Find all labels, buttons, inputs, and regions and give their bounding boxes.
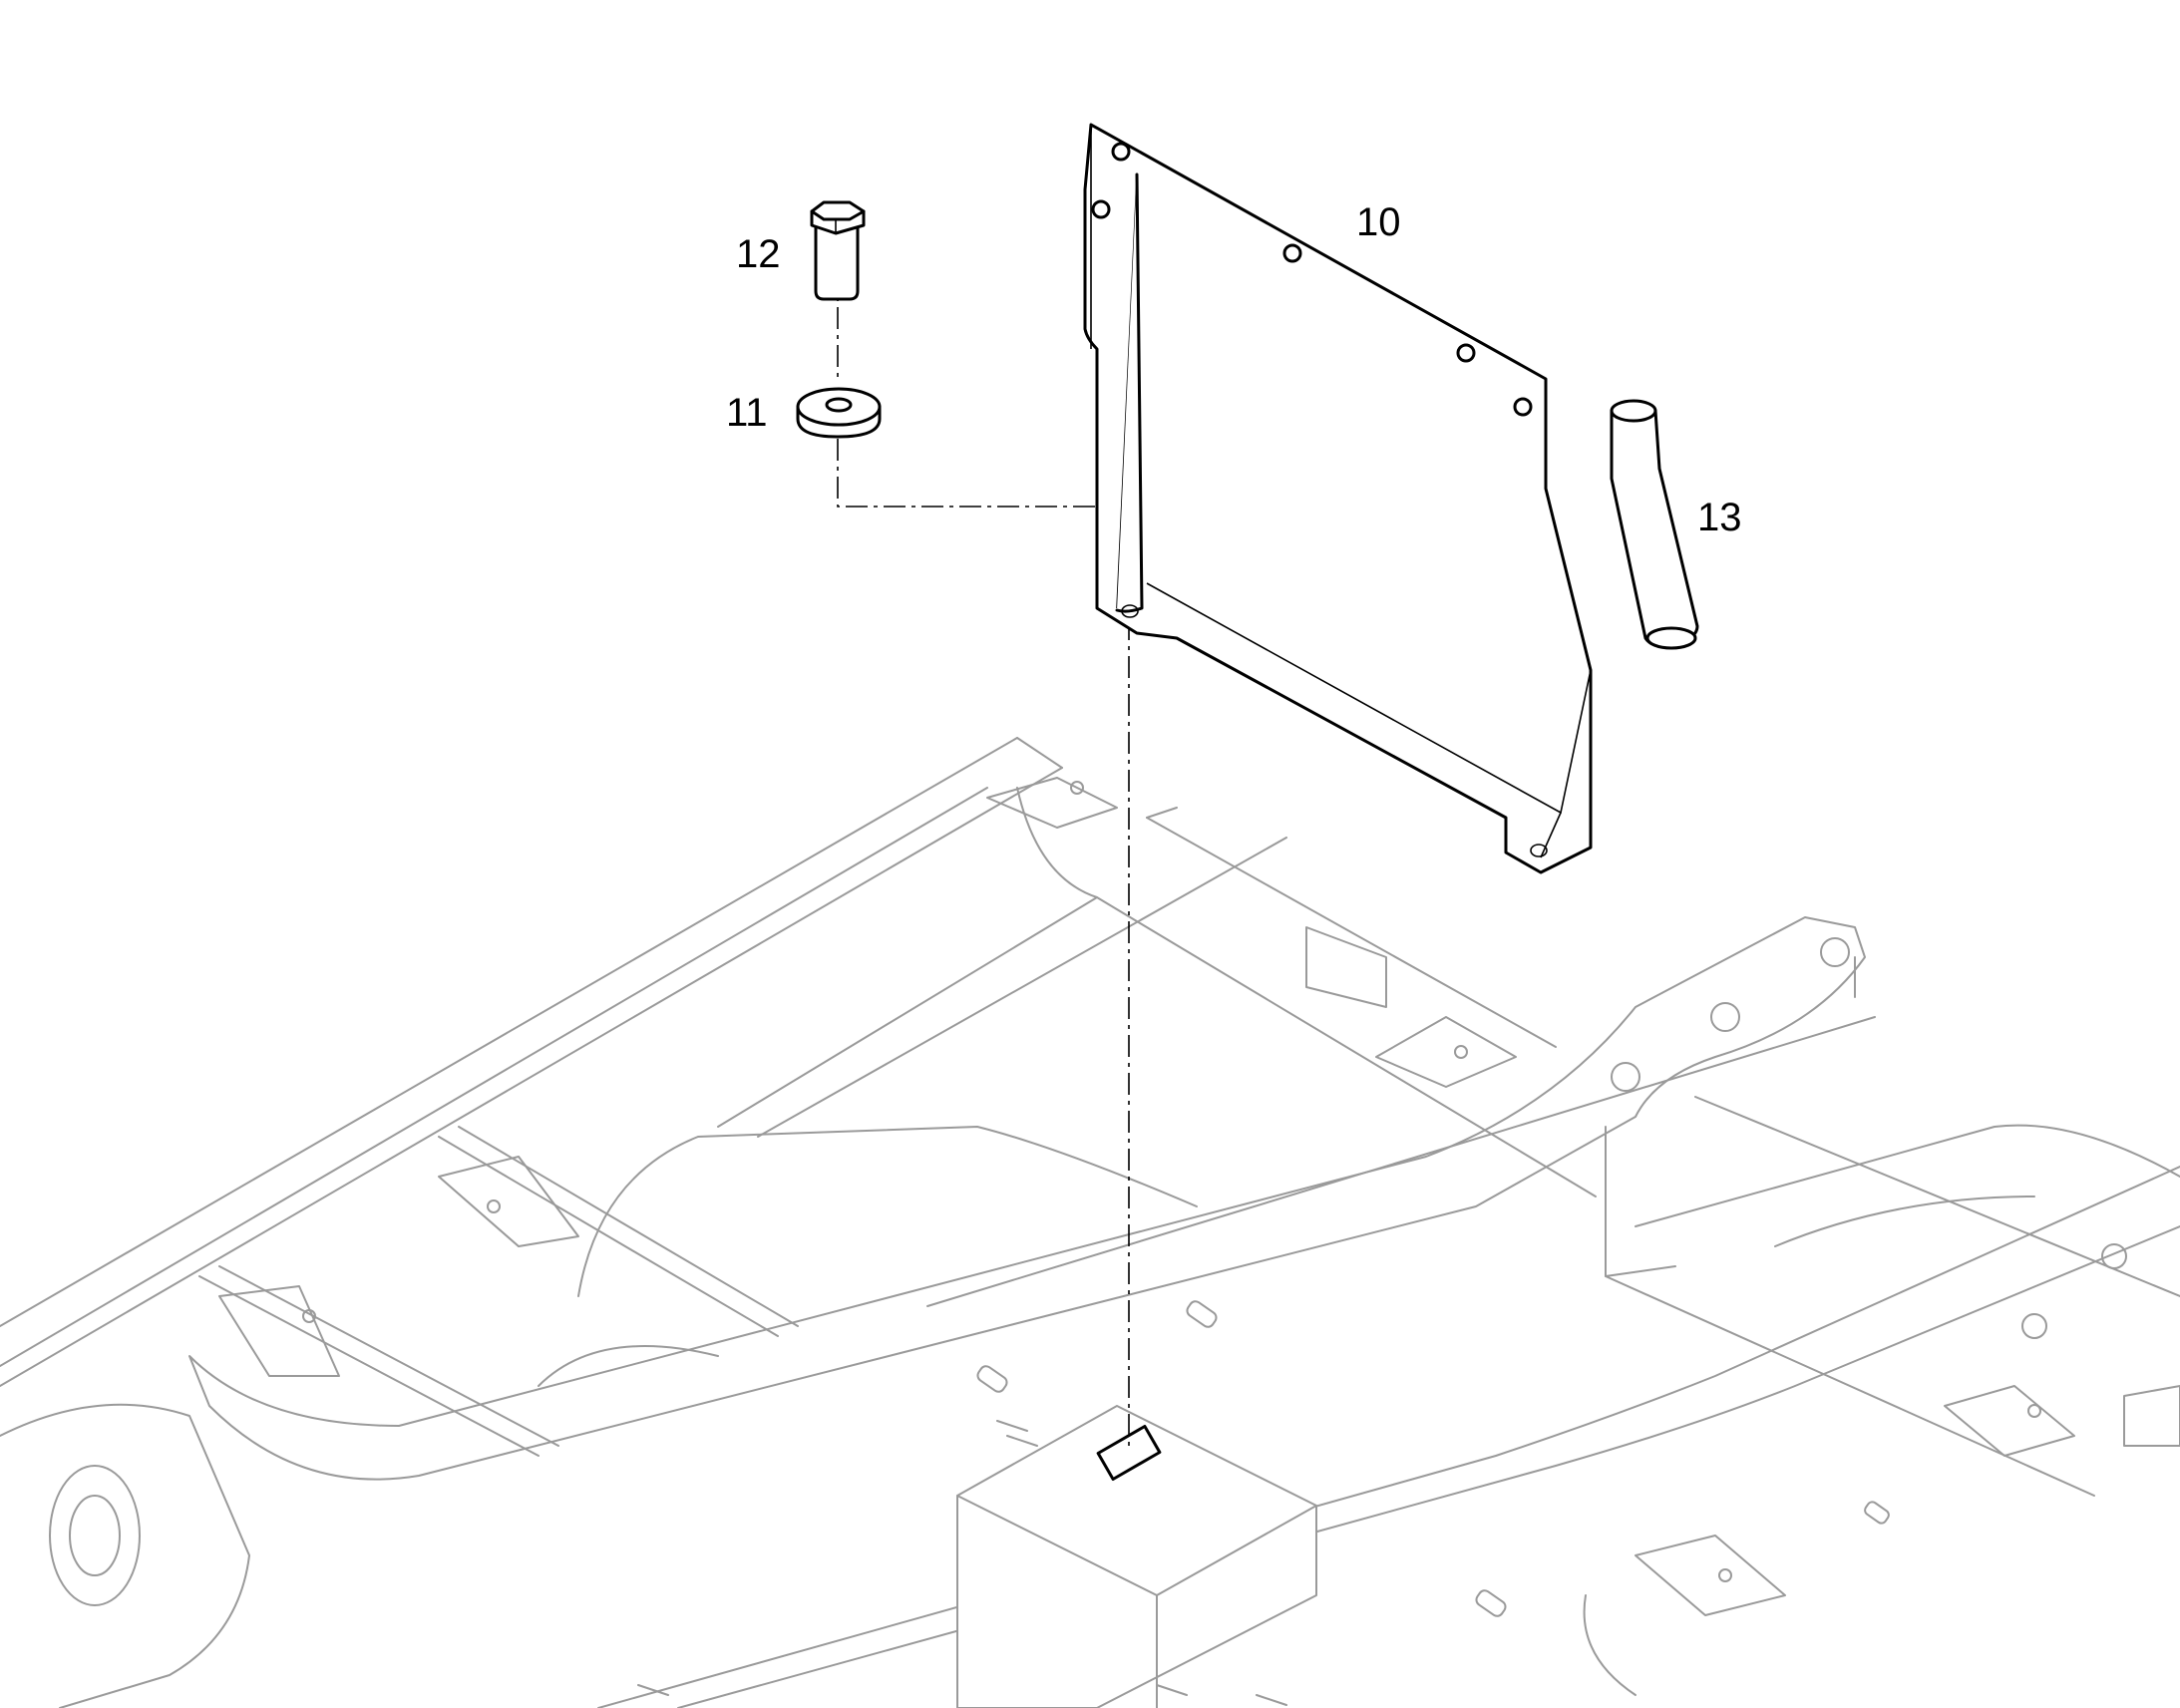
callout-label-11: 11: [726, 391, 768, 435]
frame-studs: [637, 1300, 1890, 1706]
callout-label-10: 10: [1356, 200, 1401, 244]
cover-plate-part: [1083, 123, 1593, 874]
chassis-frame: [0, 737, 2180, 1708]
callout-label-13: 13: [1697, 496, 1742, 539]
cover-plate-bolt-holes: [1091, 142, 1533, 417]
hose-part: [1610, 399, 1699, 650]
washer-part: [796, 387, 882, 439]
hex-bolt-part: [810, 200, 866, 301]
callout-label-12: 12: [736, 232, 781, 276]
assembly-leader-lines: [837, 231, 1130, 1451]
